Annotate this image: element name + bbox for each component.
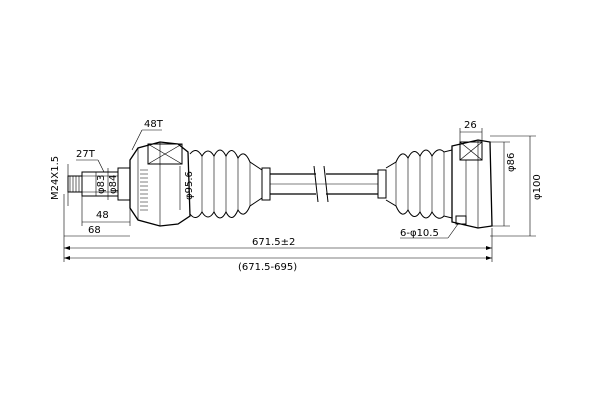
- dim-thread: M24X1.5: [50, 156, 61, 200]
- dim-dia-84: φ84: [108, 175, 119, 194]
- dim-dia-83: φ83: [96, 175, 107, 194]
- dim-length-48: 48: [96, 210, 109, 221]
- abs-ring: [140, 169, 148, 211]
- left-dimensions: M24X1.5 27T φ83 φ84 48 68 48T φ95.6: [50, 119, 195, 240]
- overall-dimensions: 671.5±2 (671.5-695): [63, 228, 493, 273]
- dim-bolt-holes: 6-φ10.5: [400, 228, 439, 239]
- outer-cv-joint: [67, 141, 191, 227]
- dim-spline-outer: 27T: [76, 149, 96, 160]
- inner-boot: [377, 149, 453, 219]
- dim-width-26: 26: [464, 120, 477, 131]
- inner-cv-joint: [451, 139, 493, 229]
- shaft: [270, 165, 378, 203]
- dim-dia-95: φ95.6: [184, 171, 195, 200]
- dim-dia-86: φ86: [506, 153, 517, 172]
- dim-length-range: (671.5-695): [238, 262, 297, 273]
- dim-length-68: 68: [88, 225, 101, 236]
- right-dimensions: 26 φ86 φ100 6-φ10.5: [400, 120, 543, 239]
- dim-spline-joint: 48T: [144, 119, 164, 130]
- dim-total-length: 671.5±2: [252, 237, 295, 248]
- dim-dia-100: φ100: [532, 174, 543, 200]
- outer-boot: [189, 149, 271, 219]
